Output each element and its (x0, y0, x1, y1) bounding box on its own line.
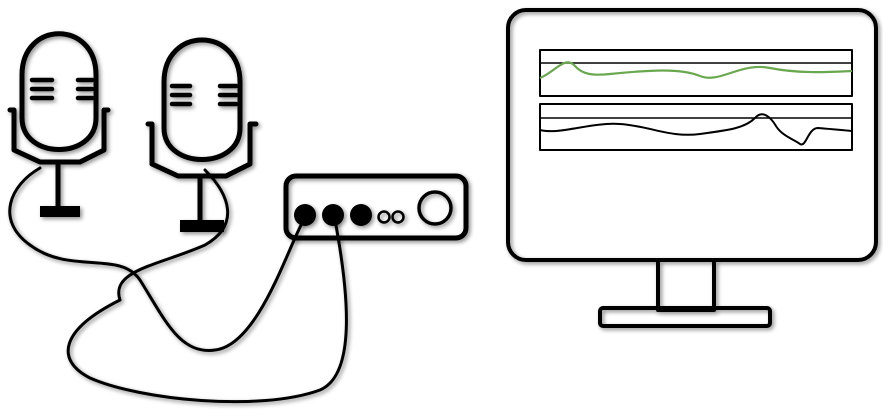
monitor-icon (508, 10, 876, 326)
volume-knob (419, 192, 451, 224)
small-knob (379, 212, 390, 223)
interface-body (286, 176, 466, 238)
monitor-neck (658, 260, 714, 310)
waveform-line (540, 114, 852, 144)
microphone-icon (148, 40, 256, 232)
cable-mic-left (10, 168, 305, 350)
mic-1-head (22, 34, 96, 150)
mic-1-base (40, 206, 80, 217)
audio-interface-icon (286, 176, 466, 238)
waveform-track-top (540, 50, 852, 96)
mic-2-head (164, 40, 240, 160)
small-knob (393, 212, 404, 223)
waveform-track-bottom (540, 104, 852, 150)
input-jack (294, 204, 316, 226)
waveform-line (540, 62, 852, 78)
input-jack (322, 204, 344, 226)
microphone-icon (10, 34, 108, 217)
input-jack (350, 204, 372, 226)
mic-2-base (180, 220, 224, 232)
